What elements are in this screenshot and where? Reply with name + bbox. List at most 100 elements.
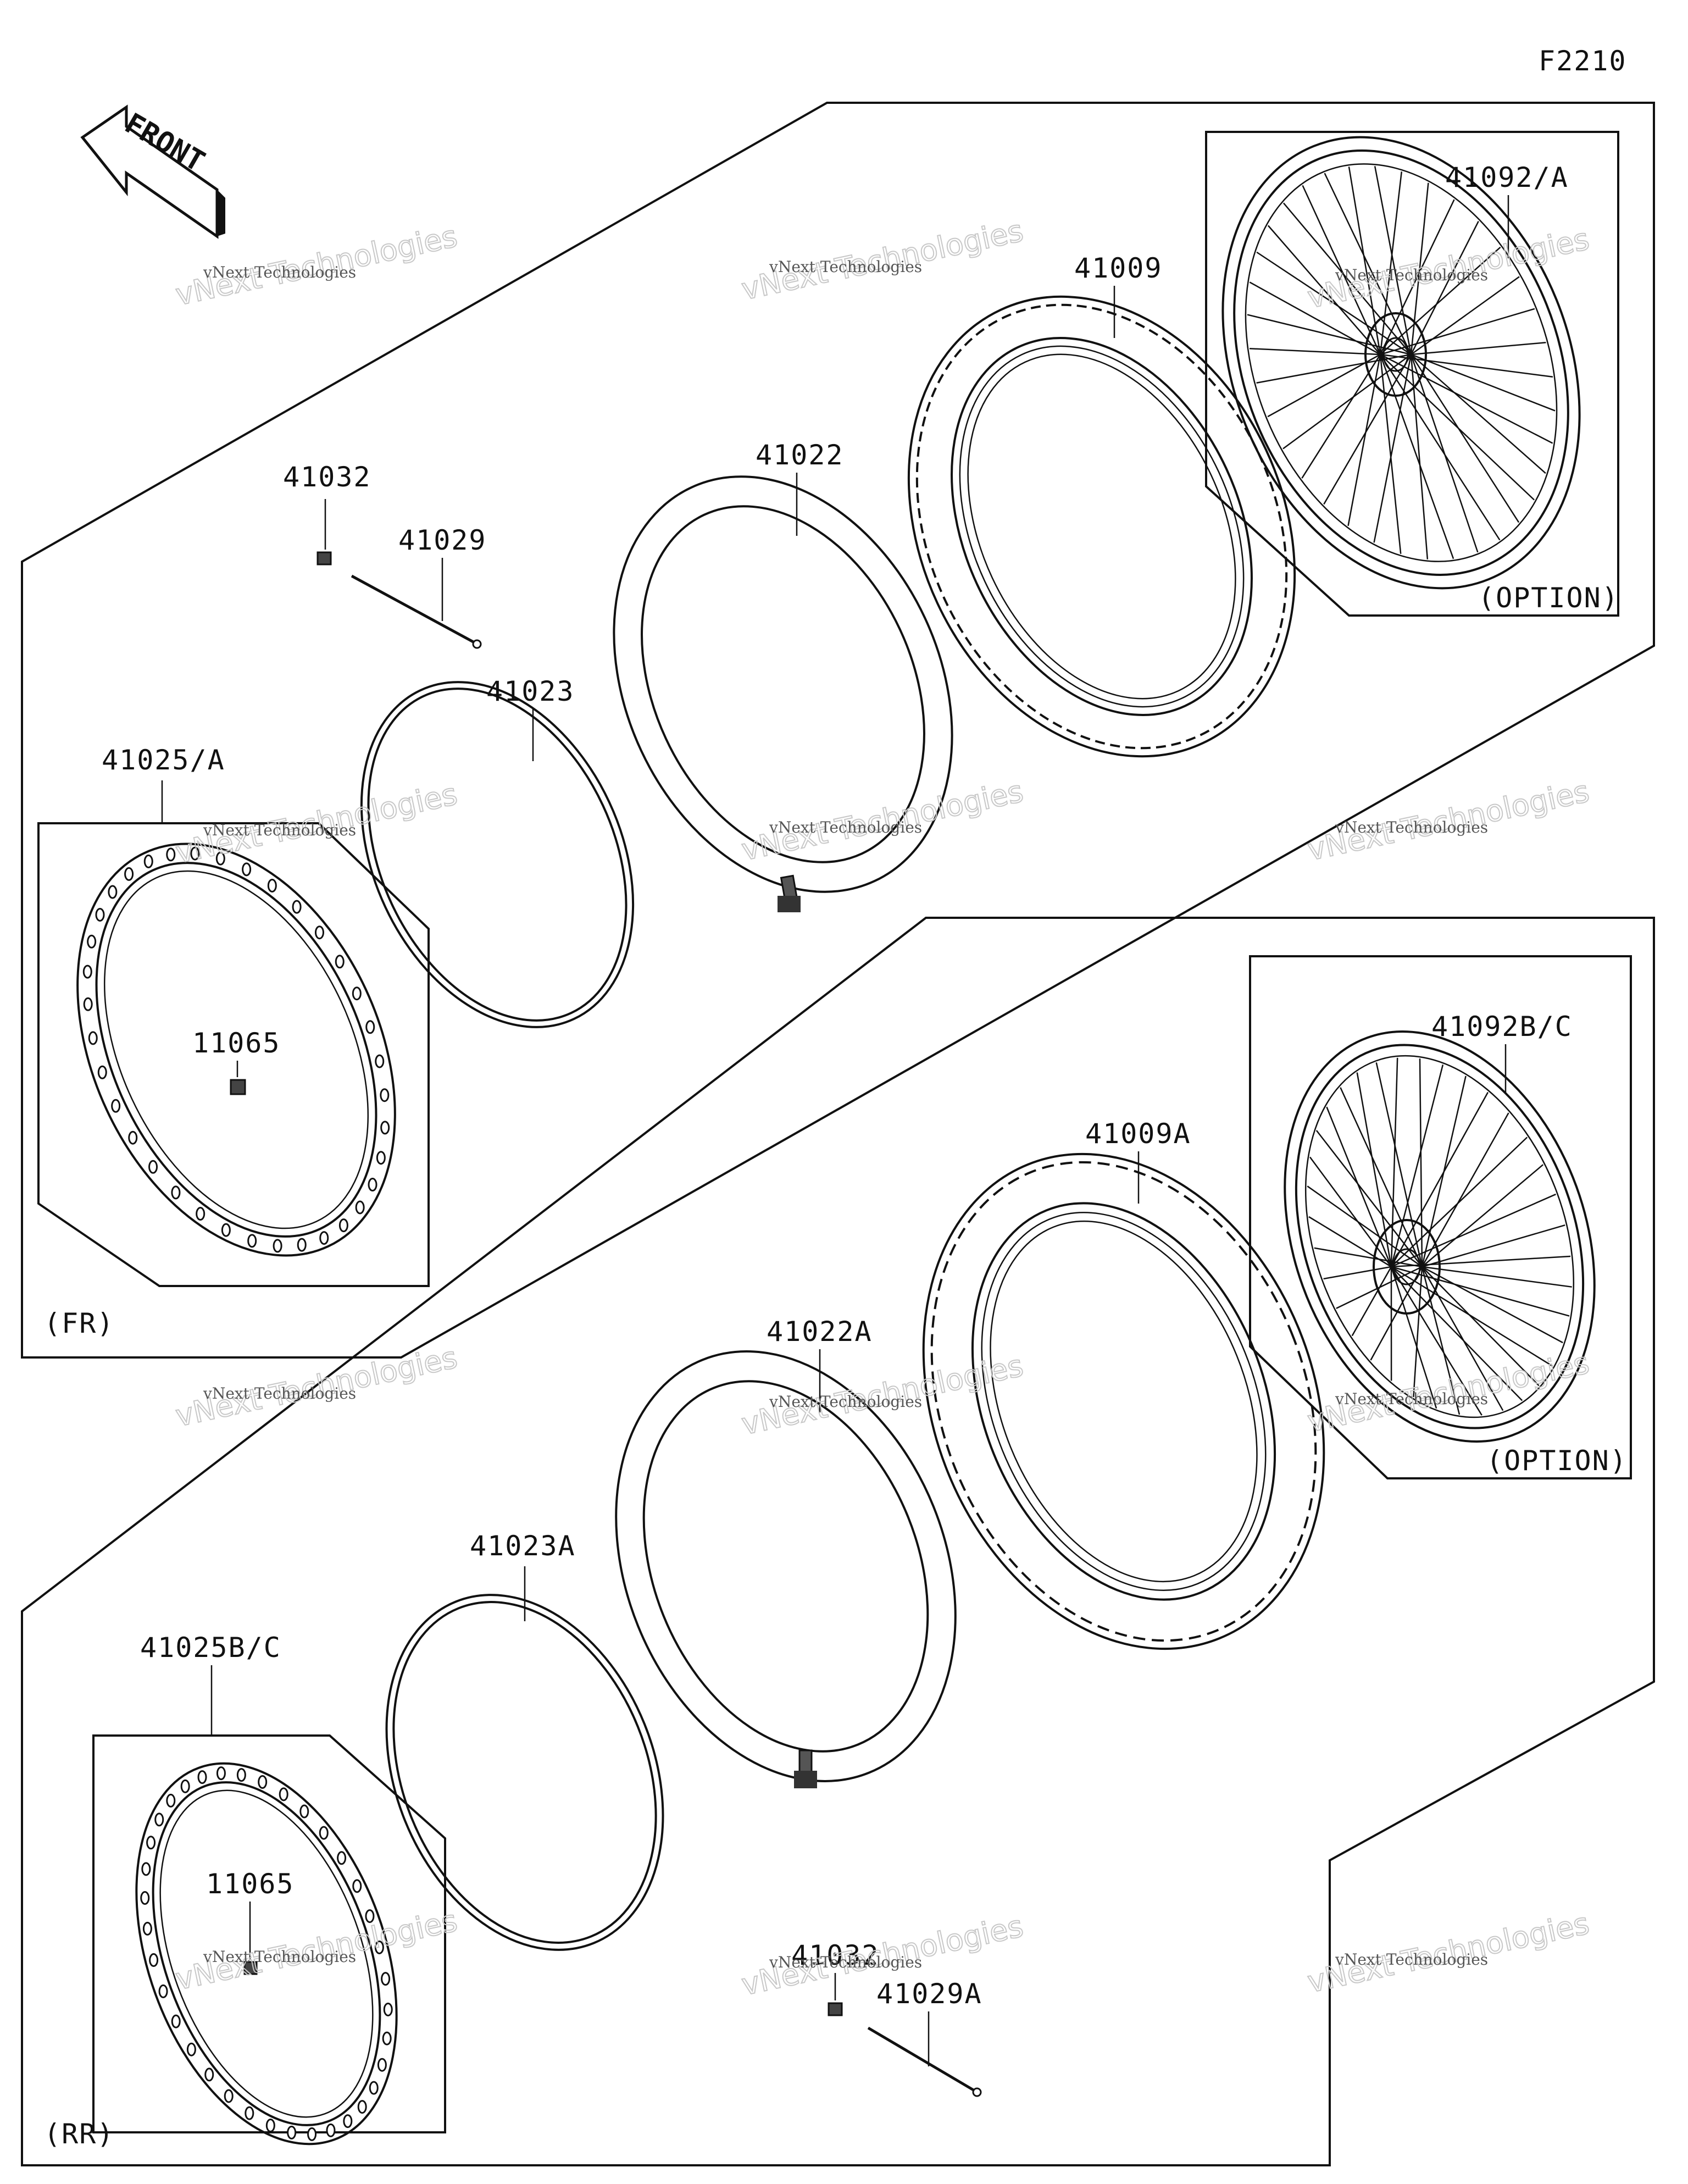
label-front-wheel: 41092/A [1445, 162, 1569, 193]
spoke-line [1420, 1058, 1422, 1267]
rim-hole [378, 2059, 386, 2071]
label-front-spoke: 41029 [398, 524, 487, 556]
rim-hole [206, 2069, 213, 2081]
spoke-line [1391, 1137, 1527, 1267]
front-wheel-assembly [1158, 84, 1644, 642]
watermark-text: vNext Technologies [203, 821, 356, 839]
rim-hole [167, 849, 175, 861]
front-section-label: (FR) [44, 1307, 114, 1339]
front-tire [836, 233, 1367, 819]
rim-hole [246, 2107, 253, 2119]
rim-hole [187, 2043, 195, 2055]
rim-hole [268, 879, 276, 891]
rim-hole [142, 1863, 150, 1875]
rim-hole [159, 1985, 167, 1997]
rim-hole [248, 1235, 256, 1247]
rim-hole [259, 1776, 266, 1788]
rim-hole [376, 1055, 384, 1067]
rim-hole [298, 1239, 306, 1251]
label-rear-tire: 41009A [1085, 1118, 1191, 1150]
label-rear-spoke: 41029A [876, 1978, 982, 2010]
spoke-line [1357, 1072, 1391, 1267]
spoke-line [1324, 1267, 1391, 1279]
rim-hole [353, 988, 360, 1000]
rim-hole [315, 927, 323, 939]
rim-hole [344, 2115, 352, 2127]
watermark-text: vNext Technologies [1335, 1390, 1488, 1408]
rim-hole [217, 1767, 225, 1780]
label-rear-rim-band: 41023A [470, 1530, 576, 1562]
rim-hole [197, 1208, 204, 1220]
rim-hole [225, 2090, 232, 2102]
rim-hole [358, 2101, 366, 2113]
watermark-text: vNext Technologies [203, 1384, 356, 1403]
front-option-label: (OPTION) [1478, 582, 1619, 614]
rim-hole [222, 1224, 230, 1236]
spoke-line [1391, 1092, 1488, 1267]
rim-hole [150, 1954, 158, 1966]
spoke-line [1326, 1107, 1391, 1267]
spoke-line [1250, 348, 1380, 354]
spoke-line [1422, 1113, 1508, 1267]
rim-hole [167, 1794, 175, 1806]
rear-valve-cap [829, 2003, 842, 2015]
rim-hole [149, 1161, 157, 1173]
rim-hole [320, 1232, 328, 1244]
spoke-line [1374, 354, 1411, 542]
rim-hole [381, 1122, 389, 1134]
spoke-line [1380, 354, 1553, 444]
rim-hole [367, 1021, 374, 1033]
label-rear-rim: 41025B/C [140, 1632, 281, 1664]
label-rear-wheel: 41092B/C [1431, 1011, 1573, 1043]
rim-hole [198, 1771, 206, 1783]
front-valve-cap [318, 552, 331, 564]
rim-hole [172, 2015, 180, 2027]
label-front-rim: 41025/A [102, 744, 225, 776]
rim-hole [280, 1788, 287, 1800]
rim-hole [356, 1201, 364, 1213]
rim-hole [336, 956, 343, 968]
watermark-text: vNext Technologies [1335, 266, 1488, 284]
rim-hole [98, 1066, 106, 1078]
rim-hole [147, 1837, 155, 1849]
rim-hole [125, 868, 133, 880]
rim-hole [353, 1880, 361, 1892]
rim-hole [145, 855, 152, 867]
front-arrow-icon: FRONT [82, 107, 225, 236]
rim-hole [384, 2003, 392, 2015]
rim-hole [288, 2126, 296, 2138]
rear-spoke-part [868, 2028, 981, 2096]
rim-hole [143, 1922, 151, 1934]
watermark-text: vNext Technologies [769, 818, 922, 836]
rim-hole [112, 1100, 120, 1112]
spoke-line [1336, 1267, 1422, 1309]
label-front-tire: 41009 [1074, 252, 1163, 284]
spoke-line [1411, 354, 1555, 411]
watermark-text: vNext Technologies [1335, 818, 1488, 836]
spoke-line [1283, 354, 1411, 449]
label-front-valve-cap: 41032 [283, 461, 371, 493]
rim-hole [274, 1240, 281, 1252]
rim-hole [156, 1814, 163, 1826]
rim-hole [141, 1892, 149, 1904]
rim-hole [377, 1152, 385, 1164]
rim-hole [84, 966, 91, 978]
spoke-line [1411, 342, 1546, 354]
label-front-rim-band: 41023 [486, 675, 575, 707]
spoke-line [1411, 354, 1428, 559]
rim-hole [308, 2128, 316, 2140]
spoke-line [1391, 1058, 1397, 1267]
watermark-text: vNext Technologies [1335, 1950, 1488, 1969]
rim-hole [172, 1187, 180, 1199]
watermark-text: vNext Technologies [203, 1948, 356, 1966]
spoke-line [1411, 354, 1519, 523]
rim-hole [109, 886, 116, 898]
rim-hole [340, 1220, 347, 1232]
rim-hole [243, 863, 251, 875]
label-rear-rim-nut: 11065 [206, 1868, 295, 1900]
spoke-line [1391, 1194, 1556, 1267]
label-front-rim-nut: 11065 [192, 1027, 281, 1059]
rim-hole [293, 901, 301, 913]
watermark-text: vNext Technologies [769, 258, 922, 276]
